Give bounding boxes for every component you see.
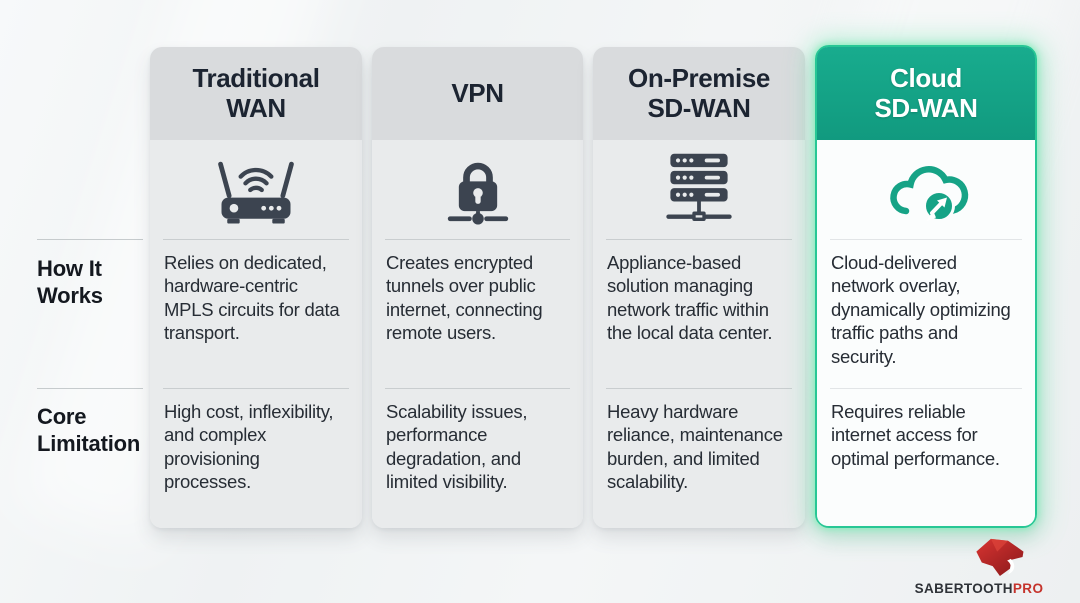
card-section-divider [163, 239, 349, 240]
how-it-works-text: Creates encrypted tunnels over public in… [386, 252, 543, 344]
card-title: Traditional WAN [192, 63, 320, 123]
card-title: On-Premise SD-WAN [628, 63, 770, 123]
how-it-works-cell: Appliance-based solution managing networ… [593, 240, 805, 388]
how-it-works-cell: Cloud-delivered network overlay, dynamic… [817, 240, 1035, 388]
row-label-core-limitation: Core Limitation [37, 404, 141, 456]
card-title: VPN [451, 77, 504, 108]
card-vpn: VPN Creates encrypted tunnels over publi… [372, 47, 583, 528]
core-limitation-text: Requires reliable internet access for op… [831, 401, 1000, 469]
brand-name: SABERTOOTH [914, 581, 1013, 596]
how-it-works-text: Cloud-delivered network overlay, dynamic… [831, 252, 1011, 367]
card-body: Relies on dedicated, hardware-centric MP… [150, 140, 362, 528]
card-header: VPN [372, 47, 583, 140]
card-section-divider [163, 388, 349, 389]
sabertooth-cat-icon [970, 536, 1028, 583]
card-section-divider [385, 239, 570, 240]
card-header: Traditional WAN [150, 47, 362, 140]
core-limitation-text: High cost, inflexibility, and complex pr… [164, 401, 334, 493]
card-section-divider [830, 239, 1022, 240]
how-it-works-text: Relies on dedicated, hardware-centric MP… [164, 252, 340, 344]
core-limitation-cell: Heavy hardware reliance, maintenance bur… [593, 389, 805, 528]
card-section-divider [385, 388, 570, 389]
server-rack-icon [593, 140, 805, 239]
row-label-how-it-works: How It Works [37, 256, 103, 308]
card-header: Cloud SD-WAN [817, 47, 1035, 140]
card-body: Appliance-based solution managing networ… [593, 140, 805, 528]
core-limitation-text: Scalability issues, performance degradat… [386, 401, 528, 493]
how-it-works-cell: Creates encrypted tunnels over public in… [372, 240, 583, 388]
card-traditional-wan: Traditional WAN Re [150, 47, 362, 528]
how-it-works-cell: Relies on dedicated, hardware-centric MP… [150, 240, 362, 388]
card-body: Creates encrypted tunnels over public in… [372, 140, 583, 528]
card-title: Cloud SD-WAN [874, 63, 978, 123]
cloud-arrow-icon [817, 140, 1035, 239]
how-it-works-text: Appliance-based solution managing networ… [607, 252, 773, 344]
brand-wordmark: SABERTOOTHPRO [915, 581, 1044, 596]
padlock-network-icon [372, 140, 583, 239]
brand-suffix: PRO [1012, 581, 1044, 596]
wifi-router-icon [150, 140, 362, 239]
card-on-premise-sdwan: On-Premise SD-WAN [593, 47, 805, 528]
card-section-divider [606, 388, 792, 389]
core-limitation-cell: Scalability issues, performance degradat… [372, 389, 583, 528]
card-cloud-sdwan: Cloud SD-WAN Cloud-delivered network ove… [815, 45, 1037, 528]
card-section-divider [606, 239, 792, 240]
core-limitation-cell: Requires reliable internet access for op… [817, 389, 1035, 526]
core-limitation-cell: High cost, inflexibility, and complex pr… [150, 389, 362, 528]
card-header: On-Premise SD-WAN [593, 47, 805, 140]
brand-logo: SABERTOOTHPRO [904, 536, 1054, 596]
card-section-divider [830, 388, 1022, 389]
row-divider-core-limitation [37, 388, 143, 389]
card-body: Cloud-delivered network overlay, dynamic… [817, 140, 1035, 526]
core-limitation-text: Heavy hardware reliance, maintenance bur… [607, 401, 783, 493]
row-divider-how-it-works [37, 239, 143, 240]
